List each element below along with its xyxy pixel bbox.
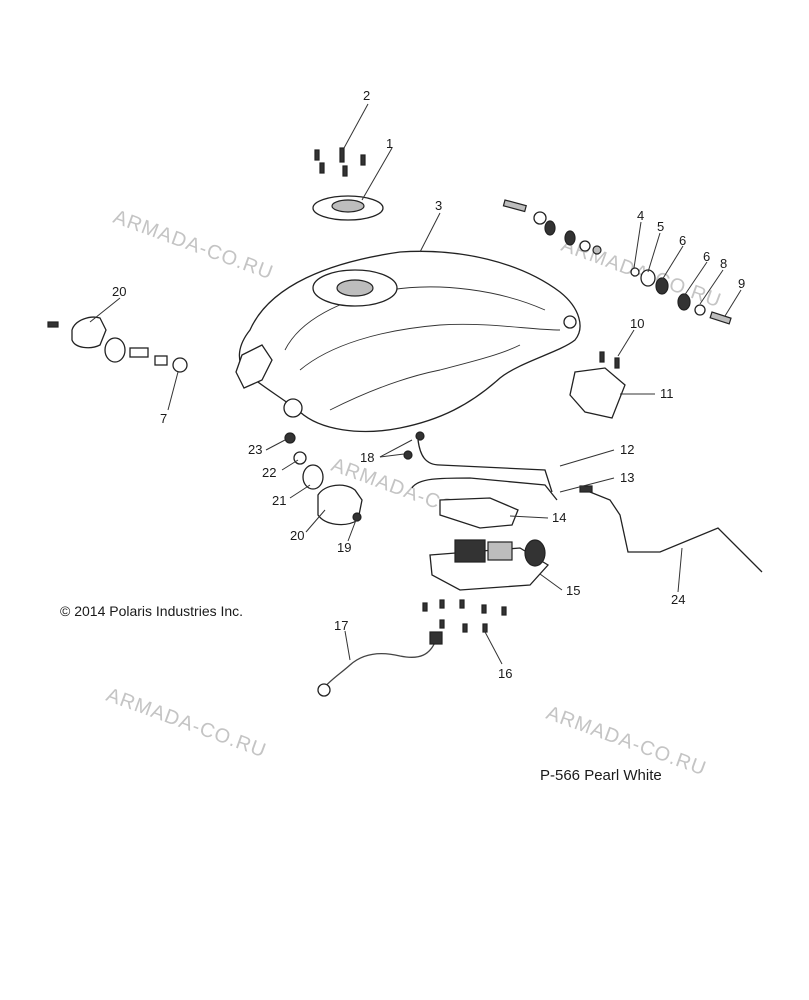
- callout-label: 3: [435, 198, 442, 213]
- callout-label: 22: [262, 465, 276, 480]
- page-reference: P-566 Pearl White: [540, 767, 662, 784]
- front-mount-hardware: [47, 316, 188, 373]
- callout-label: 8: [720, 256, 727, 271]
- callout-label: 9: [738, 276, 745, 291]
- callout-label: 12: [620, 442, 634, 457]
- callout-label: 23: [248, 442, 262, 457]
- copyright-text: © 2014 Polaris Industries Inc.: [60, 603, 244, 619]
- fuel-pump: [422, 539, 550, 633]
- watermark: ARMADA-CO.RU: [103, 684, 269, 762]
- lower-mount-hardware: [284, 432, 363, 526]
- callout-label: 11: [660, 386, 674, 401]
- callout-label: 20: [112, 284, 126, 299]
- callout-label: 7: [160, 411, 167, 426]
- callout-label: 17: [334, 618, 348, 633]
- vent-line: [579, 485, 763, 573]
- callout-label: 13: [620, 470, 634, 485]
- callout-label: 6: [703, 249, 710, 264]
- callout-label: 4: [637, 208, 644, 223]
- pump-screws: [422, 599, 507, 633]
- tank-bracket: [569, 351, 626, 419]
- callout-label: 14: [552, 510, 566, 525]
- callout-label: 5: [657, 219, 664, 234]
- callout-label: 24: [671, 592, 685, 607]
- callout-label: 6: [679, 233, 686, 248]
- fuel-cap-assembly: [312, 147, 384, 221]
- callout-label: 18: [360, 450, 374, 465]
- rear-mount-hardware: [502, 199, 732, 325]
- leader-lines: [89, 103, 742, 665]
- callout-label: 1: [386, 136, 393, 151]
- callout-label: 10: [630, 316, 644, 331]
- callout-label: 16: [498, 666, 512, 681]
- callout-label: 2: [363, 88, 370, 103]
- vent-tubes: [403, 431, 558, 501]
- watermark: ARMADA-CO.RU: [110, 206, 276, 284]
- callout-label: 21: [272, 493, 286, 508]
- callout-label: 19: [337, 540, 351, 555]
- callout-label: 20: [290, 528, 304, 543]
- gasket: [439, 497, 519, 529]
- fuel-line: [317, 631, 443, 697]
- callout-label: 15: [566, 583, 580, 598]
- callout-labels: 1 2 3 4 5 6 6 7 8 9 10 11 12 13 14 15 16…: [112, 88, 745, 681]
- fuel-tank: [235, 250, 581, 433]
